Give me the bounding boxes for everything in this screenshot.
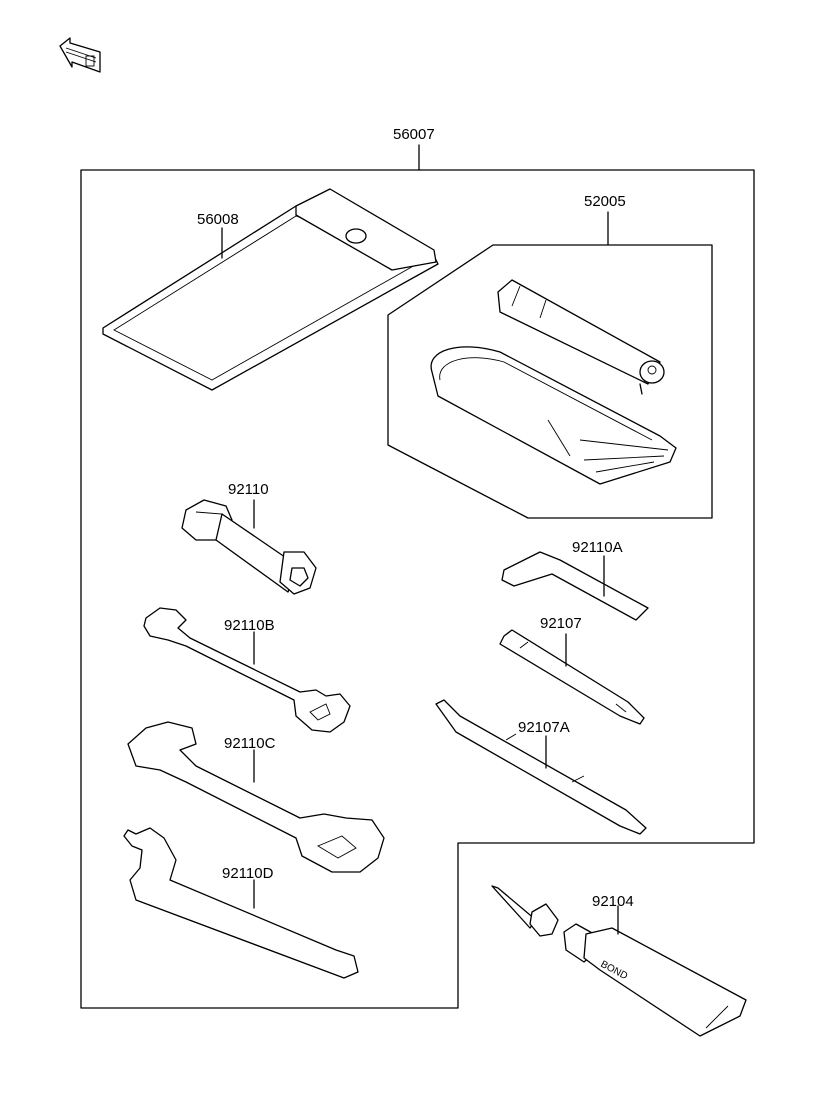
screwdriver-92107 [499, 629, 645, 725]
box-wrench-92110 [181, 499, 317, 595]
tool-pouch-56008 [102, 188, 439, 391]
part-label-56007: 56007 [393, 126, 435, 143]
part-label-92104: 92104 [592, 893, 634, 910]
kit-boundary [80, 169, 755, 1009]
hex-key-92110A [501, 551, 649, 621]
part-label-92110A: 92110A [572, 539, 623, 556]
part-label-92107A: 92107A [518, 719, 570, 736]
part-label-92110B: 92110B [224, 617, 275, 634]
part-label-56008: 56008 [197, 211, 239, 228]
part-label-92110D: 92110D [222, 865, 274, 882]
tool-bag [430, 346, 677, 485]
front-arrow-icon [59, 37, 101, 73]
part-label-52005: 52005 [584, 193, 626, 210]
part-label-92110: 92110 [228, 481, 269, 498]
part-label-92110C: 92110C [224, 735, 276, 752]
part-label-92107: 92107 [540, 615, 582, 632]
wrench-92110B [143, 607, 351, 733]
subgroup-boundary-52005 [387, 244, 713, 519]
spanner-92110D [123, 827, 359, 979]
screwdriver-92107A [435, 699, 647, 835]
wrench-92110C [127, 721, 385, 873]
screwdriver-handle [497, 279, 665, 395]
